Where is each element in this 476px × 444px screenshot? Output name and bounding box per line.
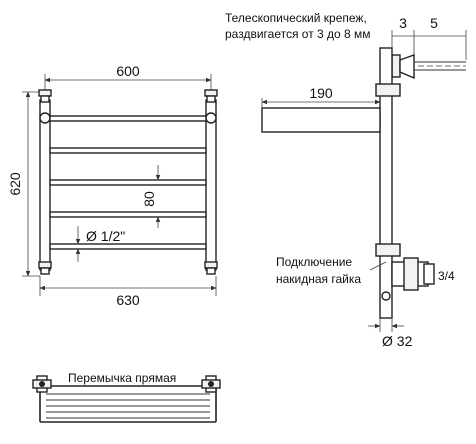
connection-note-line-1: Подключение bbox=[276, 255, 352, 269]
rung-2 bbox=[49, 147, 207, 154]
dim-gap2-label: 5 bbox=[430, 15, 438, 31]
dim-32-label: Ø 32 bbox=[382, 333, 413, 349]
left-cross-fitting bbox=[32, 375, 52, 393]
top-shelf bbox=[39, 385, 217, 423]
rung-5 bbox=[49, 243, 207, 250]
dim-600-label: 600 bbox=[116, 63, 140, 79]
mount-note-line-2: раздвигается от 3 до 8 мм bbox=[225, 27, 371, 41]
rung-3 bbox=[49, 179, 207, 186]
dim-630-label: 630 bbox=[116, 292, 140, 308]
dim-620-label: 620 bbox=[7, 172, 23, 196]
dim-thread-label: Ø 1/2" bbox=[86, 228, 125, 244]
left-post bbox=[39, 99, 51, 271]
mount-note-line-1: Телескопический крепеж, bbox=[225, 11, 367, 25]
upper-collar bbox=[375, 83, 401, 97]
union-nut bbox=[381, 257, 435, 301]
dim-190-label: 190 bbox=[309, 85, 333, 101]
wall-bracket bbox=[391, 54, 466, 80]
lower-collar bbox=[375, 243, 401, 257]
right-bottom-fitting bbox=[204, 261, 218, 275]
connection-note-line-2: накидная гайка bbox=[276, 272, 361, 286]
dim-gap-label: 3 bbox=[399, 15, 407, 31]
right-top-fitting bbox=[204, 89, 218, 124]
right-cross-fitting bbox=[201, 375, 221, 393]
dim-80-label: 80 bbox=[141, 191, 157, 207]
left-bottom-fitting bbox=[38, 261, 52, 275]
rung-4 bbox=[49, 211, 207, 218]
top-view: Перемычка прямая bbox=[32, 371, 221, 423]
rail-depth bbox=[261, 107, 381, 133]
top-view-caption: Перемычка прямая bbox=[68, 371, 176, 385]
connection-leader bbox=[369, 261, 387, 271]
connection-thread-label: 3/4 bbox=[438, 269, 455, 283]
side-view: Телескопический крепеж, раздвигается от … bbox=[225, 11, 467, 349]
right-post bbox=[205, 99, 217, 271]
front-view: 600 620 bbox=[7, 63, 218, 308]
rung-1 bbox=[49, 115, 207, 122]
